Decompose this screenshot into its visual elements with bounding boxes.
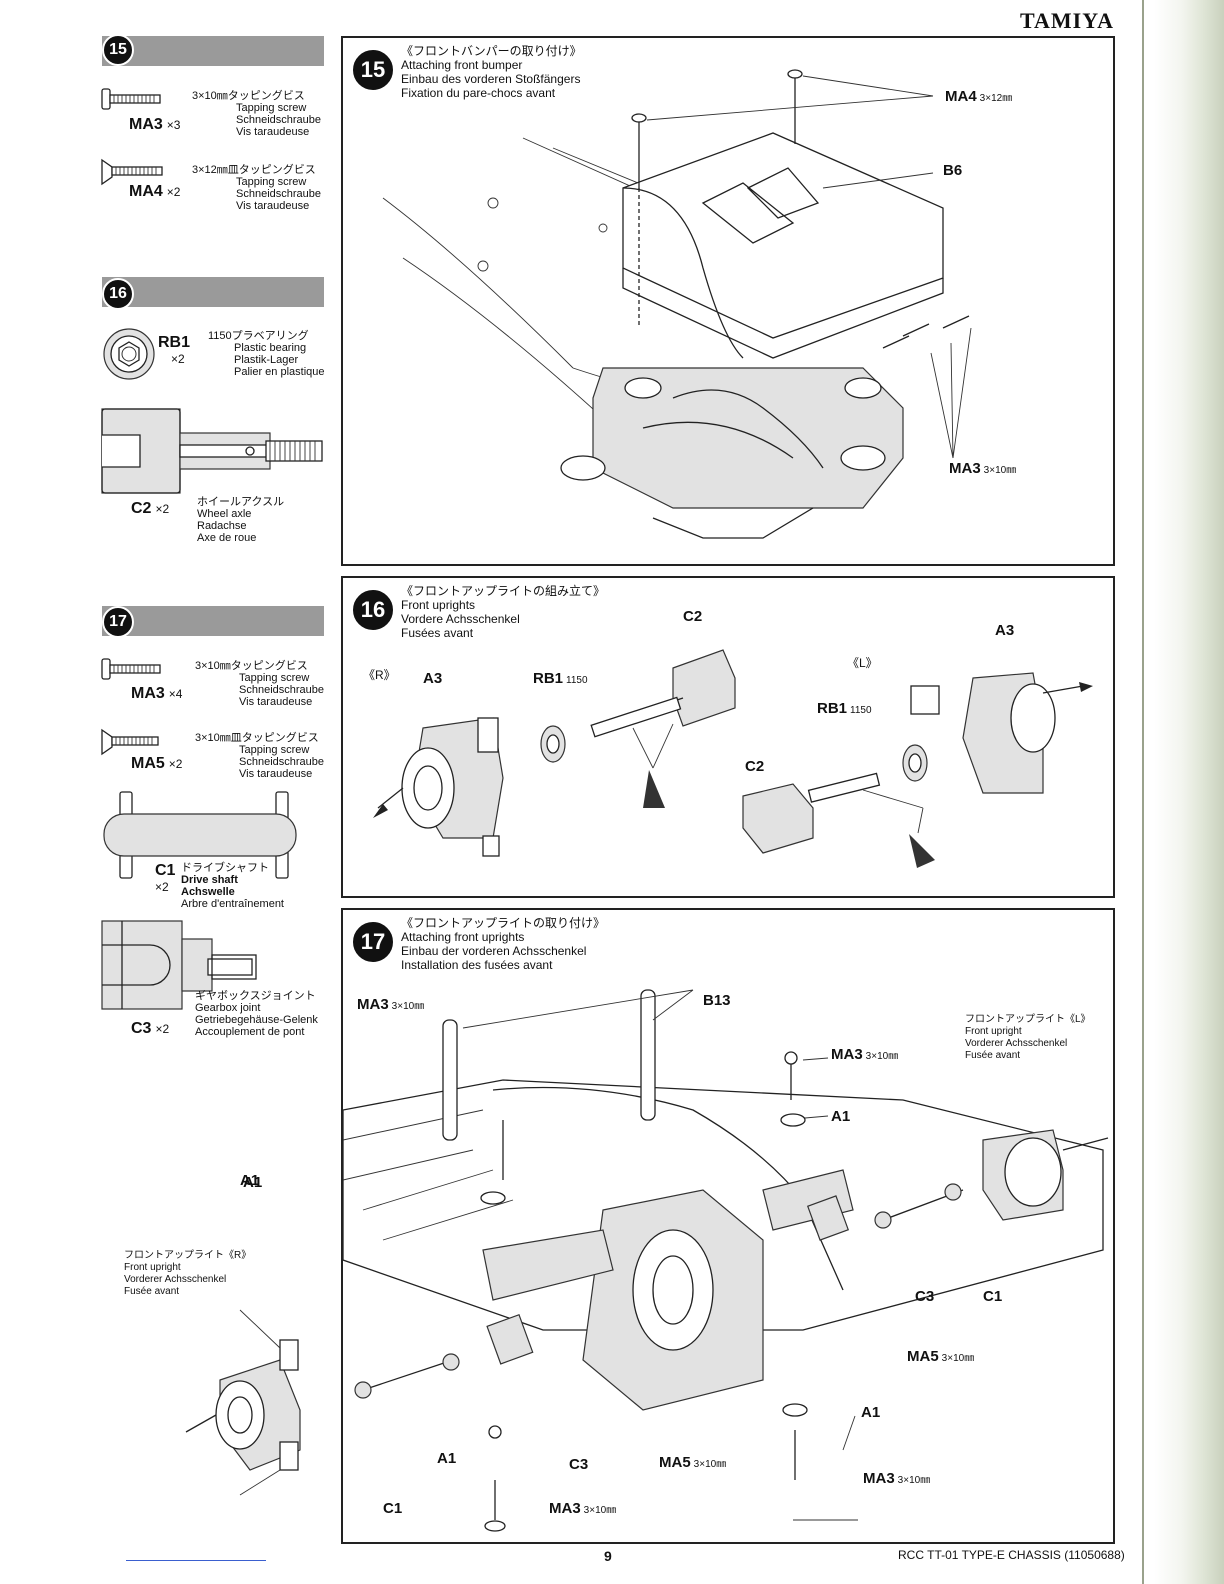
tapping-screw-icon [101,658,161,680]
label-a3-right: A3 [995,622,1015,639]
label-c2-top: C2 [683,608,703,625]
label-a1-top: A1 [831,1108,851,1125]
label-c1-right: C1 [983,1288,1003,1305]
panel-17-step-badge: 17 [351,920,395,964]
part-desc-ma5: 3×10㎜皿タッピングビス Tapping screw Schneidschra… [195,732,325,780]
part-desc-c2: ホイールアクスル Wheel axle Radachse Axe de roue [197,496,285,544]
label-upright-l: フロントアップライト《L》 Front upright Vorderer Ach… [965,1014,1091,1061]
front-upright-mounting-diagram [343,989,1109,1532]
step-16-badge: 16 [102,278,134,310]
label-b6: B6 [943,162,963,179]
panel-16-step-badge: 16 [351,588,395,632]
part-desc-rb1: 1150プラベアリング Plastic bearing Plastik-Lage… [208,330,325,378]
page-edge-line [1142,0,1144,1584]
label-side-l: 《L》 [847,656,878,670]
footer-model: RCC TT-01 TYPE-E CHASSIS (11050688) [898,1548,1125,1562]
part-code-ma3-17: MA3×4 [131,685,183,702]
panel-17-title: 《フロントアップライトの取り付け》 Attaching front uprigh… [401,916,606,972]
part-code-ma5: MA5×2 [131,755,183,772]
label-a1-bottom-right: A1 [861,1404,881,1421]
panel-15-title: 《フロントバンパーの取り付け》 Attaching front bumper E… [401,44,582,100]
page-number: 9 [604,1548,612,1564]
label-a1-bottom-left: A1 [437,1450,457,1467]
panel-16-title: 《フロントアップライトの組み立て》 Front uprights Vordere… [401,584,606,640]
part-code-ma3: MA3×3 [129,116,181,133]
label-c3-left: C3 [569,1456,589,1473]
part-code-c2: C2×2 [131,500,170,517]
plastic-bearing-icon [103,328,155,380]
step-17-badge: 17 [102,606,134,638]
countersunk-screw-icon [101,728,159,756]
part-qty-rb1: ×2 [171,352,185,366]
label-upright-r: フロントアップライト《R》 Front upright Vorderer Ach… [124,1250,252,1297]
label-a1-outer-left: A1 [240,1172,260,1189]
part-desc-ma3: 3×10㎜タッピングビス Tapping screw Schneidschrau… [192,90,322,138]
page-edge-shading [1154,0,1224,1584]
part-desc-c3: ギヤボックスジョイント Gearbox joint Getriebegehäus… [195,990,318,1038]
front-upright-assembly-diagram [373,649,1093,868]
wheel-axle-icon [101,408,323,494]
panel-step-16: 16 《フロントアップライトの組み立て》 Front uprights Vord… [341,576,1115,898]
panel-15-step-badge: 15 [351,48,395,92]
part-desc-ma3-17: 3×10㎜タッピングビス Tapping screw Schneidschrau… [195,660,325,708]
step-15-header-bar [102,36,324,66]
part-code-c3: C3×2 [131,1020,170,1037]
label-b13: B13 [703,992,731,1009]
label-c1-left: C1 [383,1500,403,1517]
countersunk-screw-icon [101,158,163,186]
part-code-c1: C1 [155,862,176,879]
step-16-header-bar [102,277,324,307]
front-bumper-assembly-diagram [382,69,972,539]
step-15-badge: 15 [102,34,134,66]
part-desc-ma4: 3×12㎜皿タッピングビス Tapping screw Schneidschra… [192,164,322,212]
label-c3-right: C3 [915,1288,935,1305]
panel-step-17: 17 《フロントアップライトの取り付け》 Attaching front upr… [243,908,1115,1544]
part-code-rb1: RB1 [158,334,191,351]
part-desc-c1: ドライブシャフト Drive shaft Achswelle Arbre d'e… [181,862,284,910]
gearbox-joint-icon [101,920,257,1010]
panel-step-15: 15 《フロントバンパーの取り付け》 Attaching front bumpe… [341,36,1115,566]
label-c2-bottom: C2 [745,758,765,775]
label-a3-left: A3 [423,670,443,687]
part-qty-c1: ×2 [155,880,169,894]
drive-shaft-icon [103,791,297,879]
part-code-ma4: MA4×2 [129,183,181,200]
tapping-screw-icon [101,88,161,110]
front-upright-r-drawing [185,1309,301,1496]
brand-logo: TAMIYA [1019,8,1114,33]
label-side-r: 《R》 [363,668,396,682]
step-17-header-bar [102,606,324,636]
label-a1-left: A1 [243,1174,263,1191]
footer-rule [126,1560,266,1561]
